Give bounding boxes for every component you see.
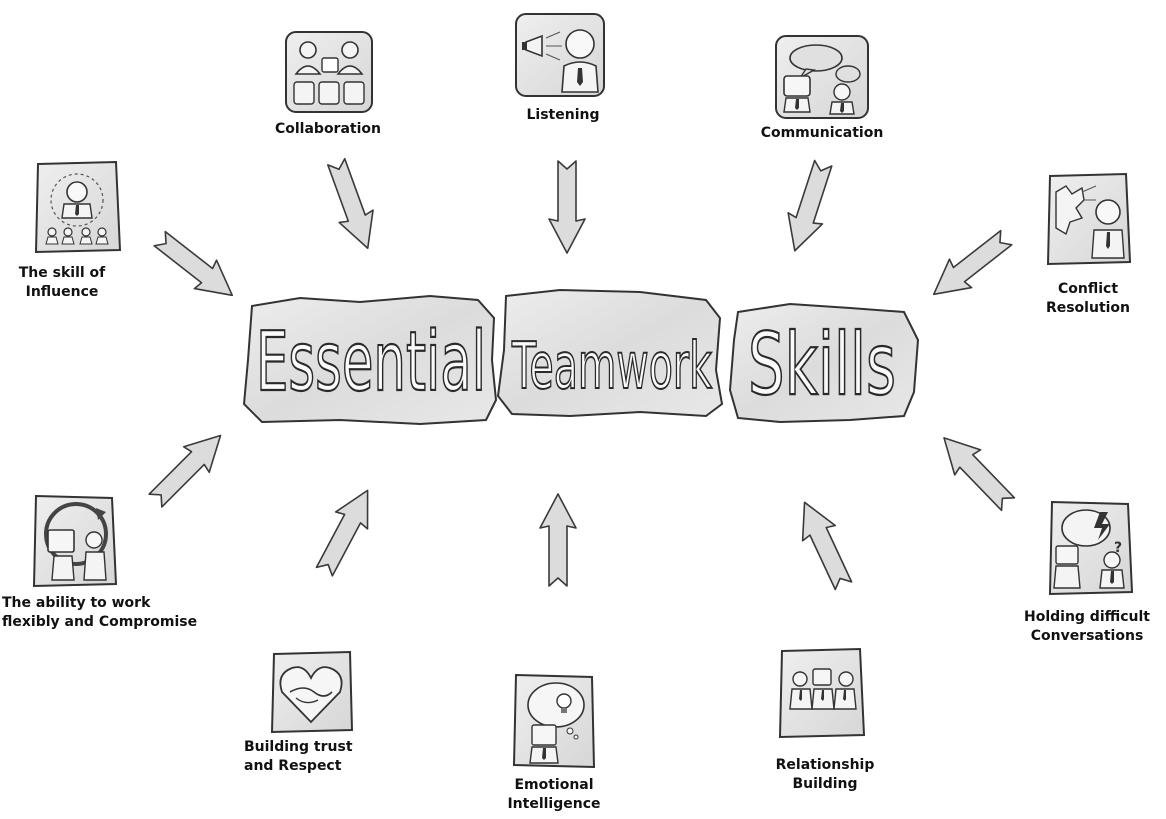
title-word-teamwork: Teamwork: [511, 330, 712, 404]
megaphone-listener-icon: [516, 14, 604, 96]
label-relationship: Relationship Building: [760, 756, 890, 794]
arrow-emotional: [540, 494, 576, 586]
label-flexibility-line2: flexibly and Compromise: [2, 613, 226, 632]
label-influence-line1: The skill of: [2, 264, 122, 283]
title-word-skills: Skills: [748, 315, 896, 415]
label-flexibility-line1: The ability to work: [2, 594, 226, 613]
title-banner: Essential Teamwork Skills: [244, 290, 918, 424]
label-difficult-conversations-line1: Holding difficult: [1012, 608, 1162, 627]
lightning-question-icon: ?: [1050, 502, 1132, 594]
label-trust-line2: and Respect: [244, 757, 374, 776]
label-listening: Listening: [508, 106, 618, 125]
collaboration-icon: [286, 32, 372, 112]
heart-handshake-icon: [272, 652, 352, 732]
label-flexibility: The ability to work flexibly and Comprom…: [2, 594, 226, 632]
arrow-communication: [778, 158, 841, 257]
speech-bubbles-icon: [776, 36, 868, 118]
label-communication: Communication: [752, 124, 892, 143]
linked-people-icon: [780, 649, 864, 737]
arrow-difficult-conversations: [931, 425, 1021, 516]
label-emotional: Emotional Intelligence: [494, 776, 614, 814]
arrow-conflict: [923, 223, 1018, 308]
presenter-audience-icon: [36, 162, 120, 252]
label-relationship-line2: Building: [760, 775, 890, 794]
arrow-listening: [549, 161, 585, 253]
conflict-icon: [1048, 174, 1130, 264]
label-difficult-conversations: Holding difficult Conversations: [1012, 608, 1162, 646]
label-conflict-line2: Resolution: [1028, 299, 1148, 318]
label-emotional-line2: Intelligence: [494, 795, 614, 814]
label-trust-line1: Building trust: [244, 738, 374, 757]
arrow-collaboration: [319, 156, 384, 255]
lightbulb-thought-icon: [514, 675, 594, 767]
label-difficult-conversations-line2: Conversations: [1012, 627, 1162, 646]
arrow-flexibility: [143, 423, 234, 514]
arrow-influence: [149, 224, 244, 309]
label-collaboration: Collaboration: [268, 120, 388, 139]
label-conflict: Conflict Resolution: [1028, 280, 1148, 318]
label-listening-line1: Listening: [508, 106, 618, 125]
cycle-arrows-icon: [34, 496, 116, 586]
label-communication-line1: Communication: [752, 124, 892, 143]
label-conflict-line1: Conflict: [1028, 280, 1148, 299]
arrow-relationship: [788, 495, 860, 594]
label-influence: The skill of Influence: [2, 264, 122, 302]
label-relationship-line1: Relationship: [760, 756, 890, 775]
title-word-essential: Essential: [256, 315, 486, 410]
label-emotional-line1: Emotional: [494, 776, 614, 795]
label-influence-line2: Influence: [2, 283, 122, 302]
label-collaboration-line1: Collaboration: [268, 120, 388, 139]
label-trust: Building trust and Respect: [244, 738, 374, 776]
arrow-trust: [309, 482, 384, 580]
